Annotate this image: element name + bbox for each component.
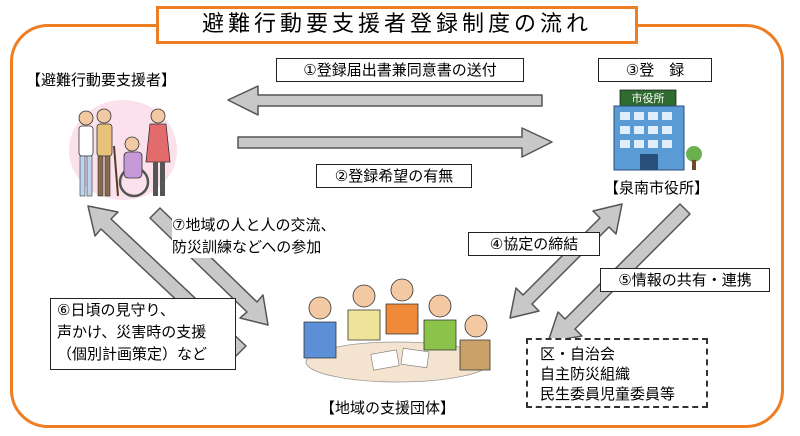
step-3-box: ③登 録 [598,58,712,82]
support-group-label: 【地域の支援団体】 [320,399,456,417]
step-7-text: ⑦地域の人と人の交流、 防災訓練などへの参加 [172,214,336,258]
step-7-line-2: 防災訓練などへの参加 [172,238,322,256]
step-4-box: ④協定の締結 [468,232,600,256]
org-item: 民生委員児童委員等 [540,385,676,403]
arrow-reply [237,127,553,158]
person-label: 【避難行動要支援者】 [26,71,177,89]
step-6-box: ⑥日頃の見守り、 声かけ、災害時の支援 （個別計画策定）など [50,298,236,370]
arrow-send-form [227,85,543,116]
step-2-box: ②登録希望の有無 [316,164,472,188]
arrow-agreement [509,203,623,319]
step-6-line-2: 声かけ、災害時の支援 [57,323,207,341]
step-6-line-3: （個別計画策定）など [57,345,208,363]
org-item: 自主防災組織 [540,365,631,383]
community-group-illustration [290,266,500,384]
city-hall-label: 【泉南市役所】 [604,179,710,197]
building-sign-text: 市役所 [632,91,665,105]
diagram-title: 避難行動要支援者登録制度の流れ [156,6,638,44]
step-7-line-1: ⑦地域の人と人の交流、 [172,216,336,234]
org-item: 区・自治会 [540,345,616,363]
city-hall-building-icon: 市役所 [613,89,702,171]
elderly-family-illustration [69,100,177,200]
step-1-box: ①登録届出書兼同意書の送付 [276,58,524,82]
organizations-box: 区・自治会 自主防災組織 民生委員児童委員等 [526,338,708,408]
step-5-box: ⑤情報の共有・連携 [600,268,770,292]
step-6-line-1: ⑥日頃の見守り、 [57,301,175,319]
